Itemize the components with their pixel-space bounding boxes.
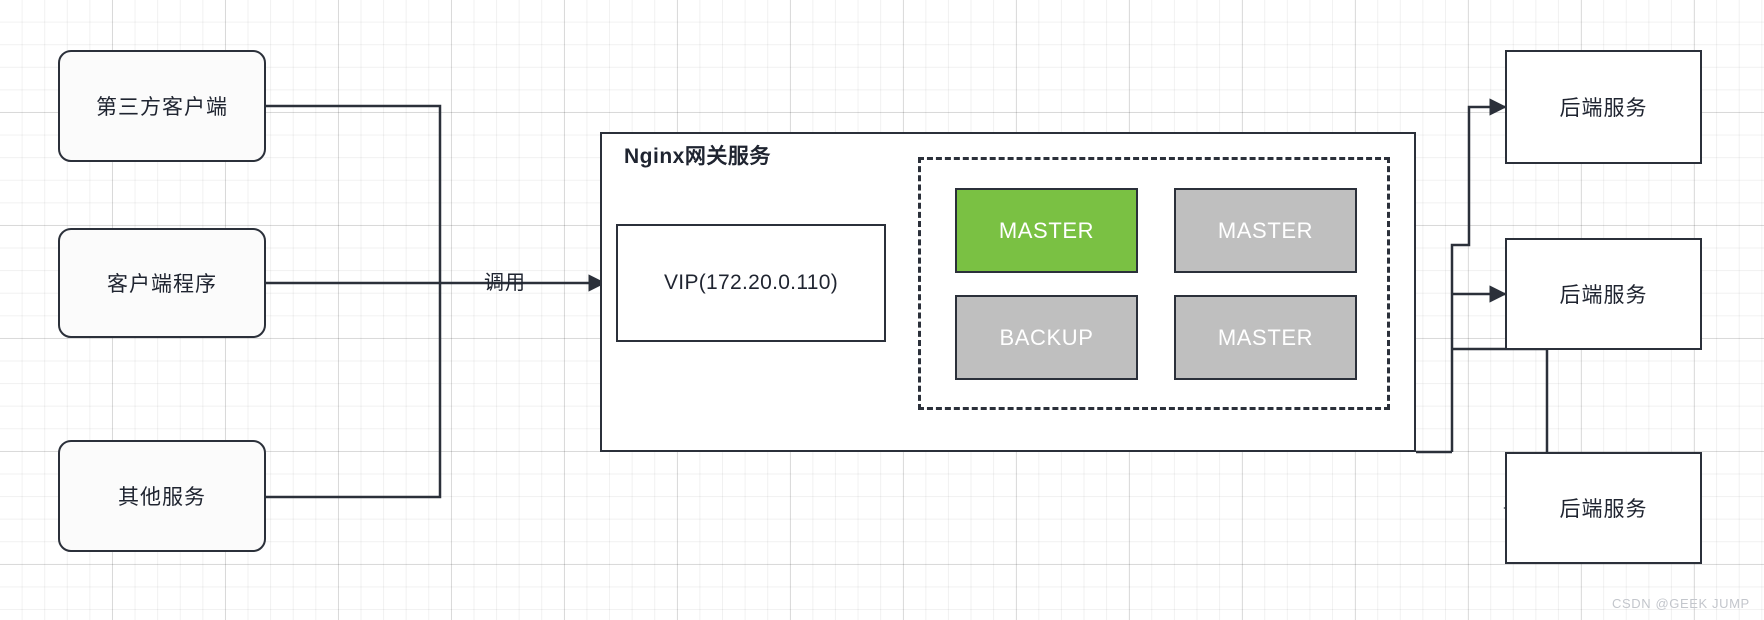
cluster-node-master-standby-1[interactable]: MASTER — [1174, 188, 1357, 273]
client-label: 其他服务 — [118, 486, 206, 509]
cluster-node-master-active[interactable]: MASTER — [955, 188, 1138, 273]
cluster-node-backup[interactable]: BACKUP — [955, 295, 1138, 380]
edge-label-call: 调用 — [484, 272, 526, 294]
backend-service-box-1[interactable]: 后端服务 — [1505, 50, 1702, 164]
backend-service-box-3[interactable]: 后端服务 — [1505, 452, 1702, 564]
cluster-node-label: BACKUP — [999, 324, 1094, 350]
watermark: CSDN @GEEK JUMP — [1612, 596, 1750, 611]
backend-label: 后端服务 — [1559, 97, 1648, 120]
client-box-client-app[interactable]: 客户端程序 — [58, 228, 266, 338]
backend-label: 后端服务 — [1559, 284, 1648, 307]
client-box-other-service[interactable]: 其他服务 — [58, 440, 266, 552]
wire-client3-to-bus — [266, 283, 442, 499]
keepalived-cluster — [918, 157, 1390, 410]
client-label: 客户端程序 — [107, 273, 217, 296]
backend-service-box-2[interactable]: 后端服务 — [1505, 238, 1702, 350]
wire-client1-to-bus — [266, 104, 442, 283]
wire-gateway-to-backend1 — [1450, 98, 1507, 452]
client-label: 第三方客户端 — [96, 96, 228, 119]
cluster-node-label: MASTER — [1217, 324, 1314, 350]
backend-label: 后端服务 — [1559, 498, 1648, 521]
vip-label: VIP(172.20.0.110) — [664, 271, 838, 294]
cluster-node-label: MASTER — [998, 217, 1095, 243]
cluster-node-master-standby-2[interactable]: MASTER — [1174, 295, 1357, 380]
client-box-third-party[interactable]: 第三方客户端 — [58, 50, 266, 162]
gateway-title: Nginx网关服务 — [624, 145, 771, 168]
vip-box[interactable]: VIP(172.20.0.110) — [616, 224, 886, 342]
cluster-node-label: MASTER — [1217, 217, 1314, 243]
